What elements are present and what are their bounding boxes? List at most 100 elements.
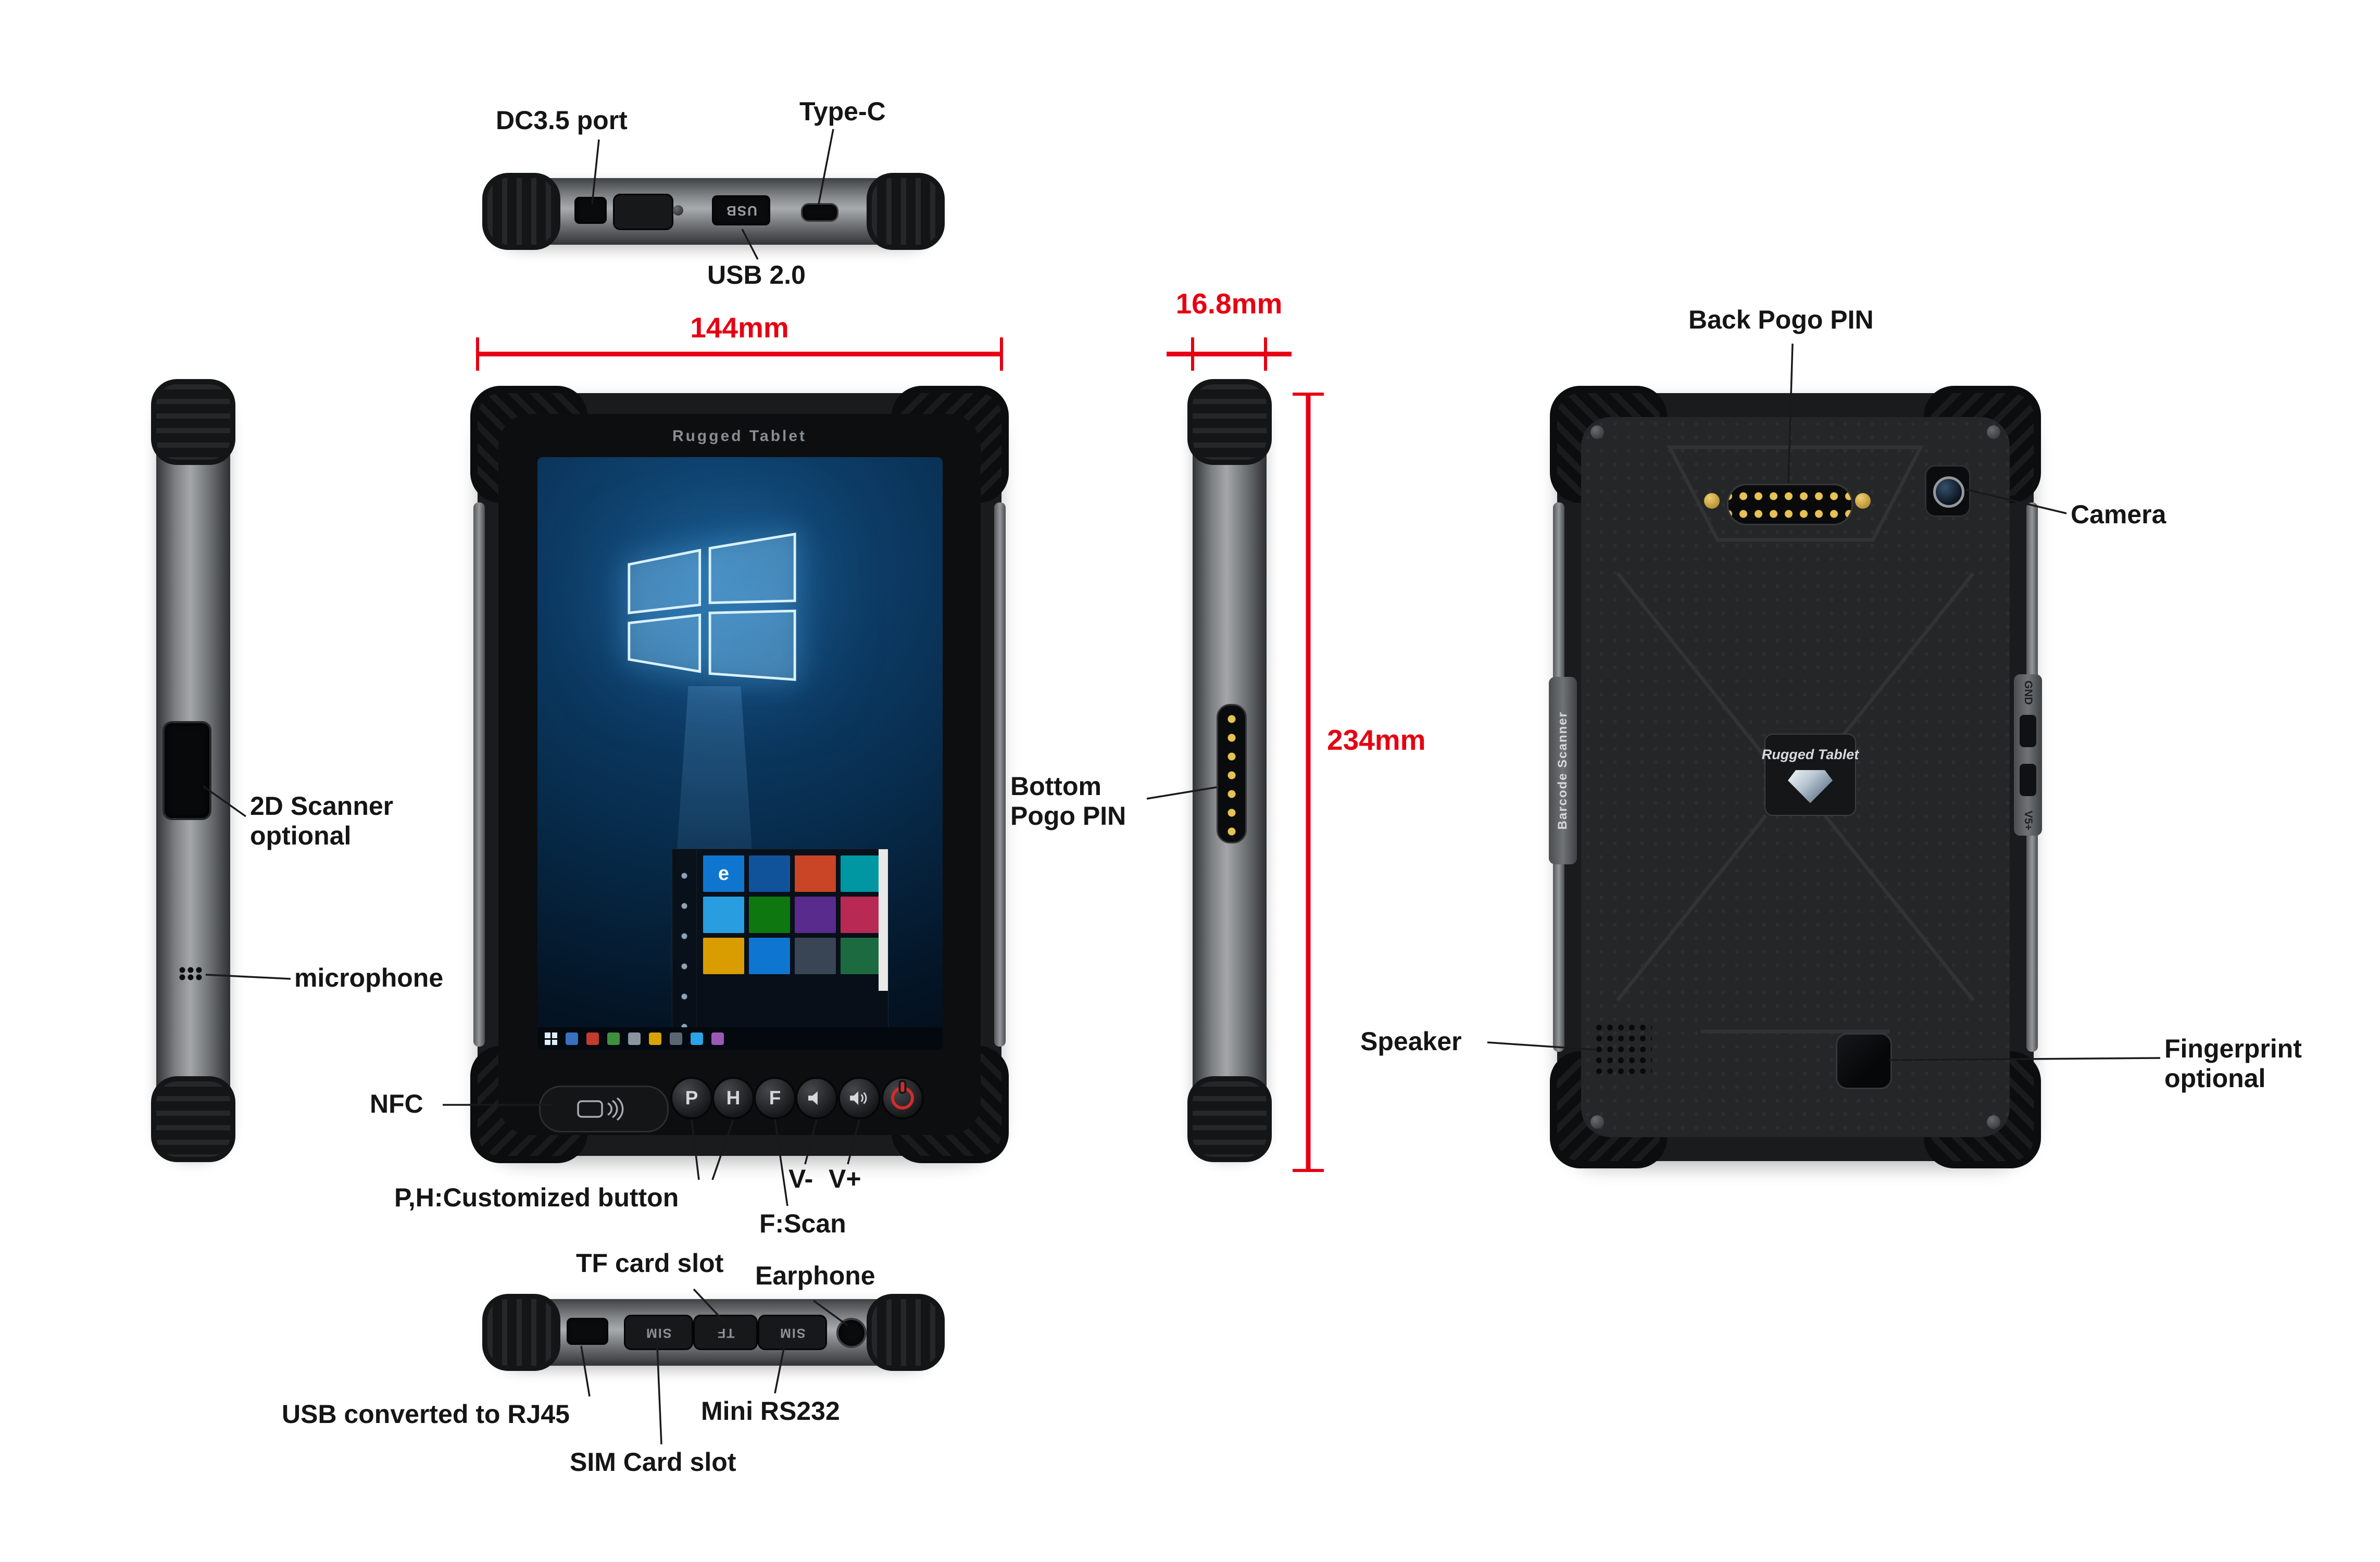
windows-logo bbox=[628, 532, 796, 681]
volume-down-button bbox=[795, 1077, 838, 1119]
edge-tile-letter: e bbox=[718, 862, 730, 885]
label-2d-scanner-line2: optional bbox=[250, 821, 352, 850]
start-button-icon bbox=[545, 1032, 557, 1045]
back-panel: Rugged Tablet bbox=[1581, 417, 2010, 1137]
label-fingerprint-line1: Fingerprint bbox=[2164, 1034, 2302, 1063]
bumper-cap-right bbox=[867, 1294, 945, 1371]
power-button bbox=[881, 1077, 924, 1119]
camera-lens bbox=[1933, 476, 1964, 508]
label-mini-rs232: Mini RS232 bbox=[701, 1396, 840, 1426]
sim-card-cover: SIM bbox=[624, 1315, 693, 1350]
contact-rail: GND V5+ bbox=[2014, 674, 2042, 836]
contact-slot bbox=[2020, 715, 2036, 747]
back-pogo-pins bbox=[1727, 484, 1853, 525]
button-h-label: H bbox=[726, 1087, 741, 1108]
microphone-holes bbox=[178, 966, 203, 981]
tablet-profile-view bbox=[1187, 379, 1272, 1162]
taskbar-icon bbox=[711, 1032, 724, 1045]
start-menu-sidebar bbox=[672, 849, 697, 1028]
start-tile bbox=[749, 855, 790, 892]
button-p-label: P bbox=[685, 1087, 698, 1108]
start-menu-tiles: e bbox=[697, 849, 888, 1028]
bumper-cap-bottom bbox=[1187, 1076, 1272, 1162]
barcode-scanner-text: Barcode Scanner bbox=[1556, 711, 1570, 830]
start-tile bbox=[795, 897, 836, 933]
rj45-usb-port bbox=[567, 1318, 608, 1345]
v5-pin-label: V5+ bbox=[2022, 811, 2034, 830]
taskbar-icon bbox=[586, 1032, 599, 1045]
label-f-scan: F:Scan bbox=[759, 1209, 846, 1238]
label-usb-rj45: USB converted to RJ45 bbox=[282, 1400, 570, 1429]
gold-screw-icon bbox=[1704, 493, 1720, 509]
rear-camera bbox=[1925, 465, 1971, 517]
screw-icon bbox=[1987, 425, 2000, 439]
start-tile bbox=[841, 855, 882, 892]
tablet-bottom-edge-view: SIM TF SIM bbox=[482, 1294, 945, 1371]
side-rail bbox=[473, 502, 485, 1047]
screw-icon bbox=[1590, 425, 1604, 439]
tf-cover-text: TF bbox=[716, 1325, 735, 1340]
bottom-pogo-pins bbox=[1217, 704, 1247, 843]
gnd-pin-label: GND bbox=[2022, 681, 2034, 705]
start-tile: e bbox=[703, 855, 744, 892]
start-tile bbox=[795, 855, 836, 892]
label-ph-customized: P,H:Customized button bbox=[394, 1183, 679, 1212]
fingerprint-sensor bbox=[1836, 1033, 1892, 1089]
label-bottom-pogo-line2: Pogo PIN bbox=[1010, 801, 1126, 830]
label-usb20: USB 2.0 bbox=[707, 260, 806, 289]
label-fingerprint: Fingerprint optional bbox=[2164, 1034, 2302, 1093]
label-camera: Camera bbox=[2071, 500, 2166, 529]
taskbar-icon bbox=[566, 1032, 578, 1045]
contact-slot bbox=[2020, 764, 2036, 796]
screw-icon bbox=[1590, 1115, 1604, 1129]
gold-screw-icon bbox=[1855, 493, 1871, 509]
button-h: H bbox=[712, 1077, 755, 1119]
sim2-cover-text: SIM bbox=[779, 1325, 806, 1340]
button-f-label: F bbox=[769, 1087, 781, 1108]
taskbar-icon bbox=[649, 1032, 661, 1045]
label-bottom-pogo-line1: Bottom bbox=[1010, 772, 1101, 801]
tablet-front-view: Rugged Tablet e bbox=[470, 386, 1009, 1163]
earphone-jack bbox=[836, 1318, 867, 1348]
label-tf-card-slot: TF card slot bbox=[576, 1249, 724, 1278]
taskbar-icon bbox=[670, 1032, 682, 1045]
label-volume-up: V+ bbox=[829, 1164, 861, 1193]
taskbar bbox=[537, 1027, 943, 1050]
bumper-cap-top bbox=[1187, 379, 1272, 465]
label-sim-card-slot: SIM Card slot bbox=[570, 1447, 736, 1477]
bumper-cap-bottom bbox=[151, 1076, 235, 1162]
port-cover bbox=[613, 194, 673, 230]
bumper-cap-top bbox=[151, 379, 235, 465]
usb-port: USB bbox=[712, 195, 770, 225]
label-nfc: NFC bbox=[370, 1089, 423, 1118]
tablet-back-view: Barcode Scanner GND V5+ bbox=[1549, 386, 2042, 1168]
label-fingerprint-line2: optional bbox=[2164, 1064, 2266, 1093]
brand-text: Rugged Tablet bbox=[672, 427, 807, 445]
taskbar-icon bbox=[691, 1032, 703, 1045]
label-dc35-port: DC3.5 port bbox=[496, 106, 628, 135]
speaker-icon bbox=[808, 1091, 818, 1105]
screw-icon bbox=[1987, 1115, 2000, 1129]
taskbar-icon bbox=[607, 1032, 620, 1045]
side-rail bbox=[994, 502, 1006, 1047]
start-tile bbox=[749, 897, 790, 933]
label-bottom-pogo-pin: Bottom Pogo PIN bbox=[1010, 772, 1126, 831]
label-volume-down: V- bbox=[788, 1164, 813, 1193]
dimension-width: 144mm bbox=[690, 311, 789, 344]
dimension-thickness: 16.8mm bbox=[1175, 287, 1283, 320]
label-speaker: Speaker bbox=[1360, 1027, 1462, 1056]
brand-logo-plate: Rugged Tablet bbox=[1761, 734, 1859, 816]
start-menu: e bbox=[672, 849, 888, 1028]
label-back-pogo-pin: Back Pogo PIN bbox=[1688, 305, 1874, 334]
button-f: F bbox=[754, 1077, 796, 1119]
speaker-grille bbox=[1594, 1022, 1652, 1078]
brand-logo-text: Rugged Tablet bbox=[1761, 746, 1859, 762]
sim2-rs232-cover: SIM bbox=[758, 1315, 827, 1350]
tablet-left-side-view bbox=[151, 379, 235, 1162]
tablet-screen: e bbox=[537, 457, 943, 1050]
label-2d-scanner: 2D Scanner optional bbox=[250, 791, 393, 851]
nfc-icon bbox=[577, 1097, 623, 1121]
bumper-cap-left bbox=[482, 173, 560, 250]
label-type-c: Type-C bbox=[799, 97, 886, 126]
